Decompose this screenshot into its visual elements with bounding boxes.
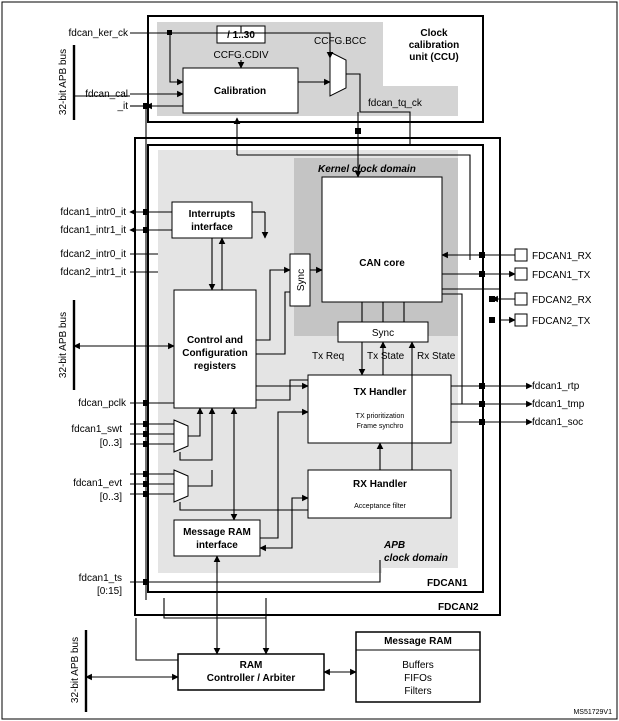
fdcan1-intr0-it-label: fdcan1_intr0_it <box>60 207 126 218</box>
apb-domain-label-line2: clock domain <box>384 553 448 564</box>
pin-fdcan2-tx: FDCAN2_TX <box>532 316 591 327</box>
tx-handler-sub2: Frame synchro <box>357 423 404 430</box>
ccu-title-line1: Clock <box>420 28 448 39</box>
can-core-label: CAN core <box>359 258 405 269</box>
swt-mux <box>173 419 189 453</box>
rx-handler-label: RX Handler <box>353 479 407 490</box>
message-ram-title: Message RAM <box>384 636 452 647</box>
fdcan1-intr1-it-label: fdcan1_intr1_it <box>60 225 126 236</box>
tx-handler-label: TX Handler <box>354 387 407 398</box>
fdcan-ker-ck-label: fdcan_ker_ck <box>69 28 129 39</box>
message-ram-item-filters: Filters <box>404 686 431 697</box>
ccu-title-line3: unit (CCU) <box>409 52 458 63</box>
tx-req-label: Tx Req <box>312 351 344 362</box>
can-core-block <box>321 176 443 303</box>
signal-fdcan1-rtp: fdcan1_rtp <box>532 381 580 392</box>
tx-handler-block <box>307 374 452 444</box>
fdcan-cal-label: fdcan_cal <box>85 89 128 100</box>
fdcan1-evt-label: fdcan1_evt <box>73 478 122 489</box>
swt-range-label: [0..3] <box>100 438 122 449</box>
sync-horizontal-label: Sync <box>372 328 394 339</box>
message-ram-interface-line1: Message RAM <box>183 527 251 538</box>
connection-wires <box>73 26 533 681</box>
evt-mux <box>173 469 189 503</box>
control-config-line2: Configuration <box>182 348 248 359</box>
pin-fdcan2-rx-box <box>514 292 528 306</box>
apb-domain-label-line1: APB <box>383 540 405 551</box>
apb-bus-bottom-label: 32-bit APB bus <box>70 637 81 703</box>
rx-state-label: Rx State <box>417 351 456 362</box>
ccfg-bcc-label: CCFG.BCC <box>314 36 366 47</box>
apb-bus-top-label: 32-bit APB bus <box>58 49 69 115</box>
ccfg-cdiv-label: CCFG.CDIV <box>214 50 269 61</box>
fdcan-pclk-label: fdcan_pclk <box>78 398 127 409</box>
tx-state-label: Tx State <box>367 351 405 362</box>
figure-id: MS51729V1 <box>573 709 612 716</box>
sync-vertical-label: Sync <box>296 269 307 291</box>
sync-vertical-block <box>289 253 311 307</box>
fdcan2-intr0-it-label: fdcan2_intr0_it <box>60 249 126 260</box>
control-config-line1: Control and <box>187 335 243 346</box>
clock-mux <box>329 51 347 97</box>
tx-handler-sub1: TX prioritization <box>356 413 405 420</box>
pin-fdcan1-tx-box <box>514 267 528 281</box>
message-ram-item-fifos: FIFOs <box>404 673 432 684</box>
apb-bus-mid-label: 32-bit APB bus <box>58 312 69 378</box>
calibration-block <box>182 67 299 114</box>
fdcan1-ts-label: fdcan1_ts <box>79 573 122 584</box>
message-ram-item-buffers: Buffers <box>402 660 434 671</box>
signal-fdcan1-tmp: fdcan1_tmp <box>532 399 585 410</box>
evt-range-label: [0..3] <box>100 492 122 503</box>
ram-arbiter-line1: RAM <box>240 660 263 671</box>
signal-fdcan1-soc: fdcan1_soc <box>532 417 583 428</box>
calibration-label: Calibration <box>214 86 266 97</box>
pin-fdcan2-tx-box <box>514 313 528 327</box>
rx-handler-sub: Acceptance filter <box>354 503 406 510</box>
interrupts-interface-block <box>171 201 253 239</box>
ram-arbiter-line2: Controller / Arbiter <box>207 673 296 684</box>
interrupts-interface-line2: interface <box>191 222 233 233</box>
interrupts-interface-line1: Interrupts <box>189 209 236 220</box>
fdcan-tq-ck-label: fdcan_tq_ck <box>368 98 423 109</box>
fdcan-cal-it-label: _it <box>116 101 128 112</box>
control-config-line3: registers <box>194 361 237 372</box>
kernel-domain-label: Kernel clock domain <box>318 164 416 175</box>
message-ram-interface-block <box>173 519 261 557</box>
fdcan2-frame <box>134 137 501 616</box>
fdcan1-swt-label: fdcan1_swt <box>71 424 122 435</box>
message-ram-interface-line2: interface <box>196 540 238 551</box>
ccu-title-line2: calibration <box>409 40 460 51</box>
divider-label: / 1..30 <box>227 30 255 41</box>
pin-fdcan1-rx: FDCAN1_RX <box>532 251 592 262</box>
fdcan2-label: FDCAN2 <box>438 602 479 613</box>
message-ram-block <box>355 631 481 703</box>
pin-fdcan1-tx: FDCAN1_TX <box>532 270 591 281</box>
pin-fdcan1-rx-box <box>514 248 528 262</box>
fdcan2-intr1-it-label: fdcan2_intr1_it <box>60 267 126 278</box>
rx-handler-block <box>307 469 452 519</box>
junction-markers <box>143 30 495 585</box>
fdcan1-label: FDCAN1 <box>427 578 468 589</box>
ts-range-label: [0:15] <box>97 586 122 597</box>
pin-fdcan2-rx: FDCAN2_RX <box>532 295 592 306</box>
ram-arbiter-block <box>177 653 325 691</box>
